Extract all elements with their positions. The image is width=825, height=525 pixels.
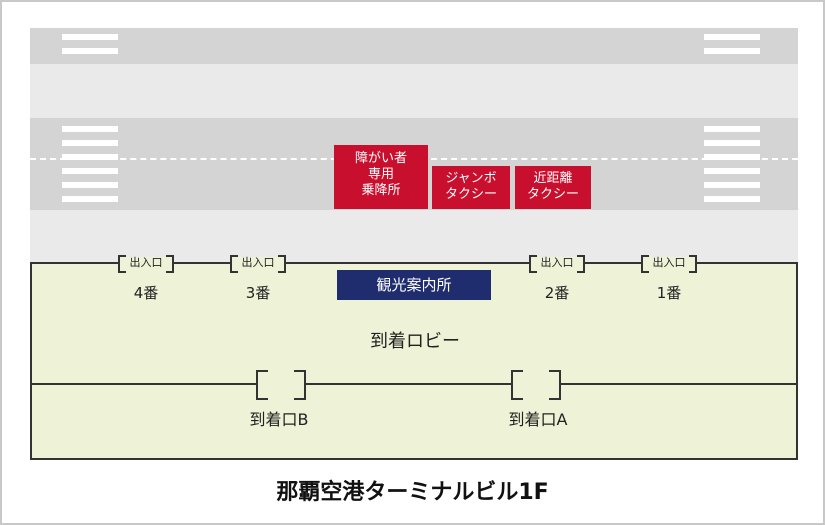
gate-a-opening [521, 376, 551, 392]
sidewalk-upper [30, 64, 798, 118]
gate-b-bracket-right [294, 370, 306, 400]
arrival-gate-b-label: 到着口B [249, 410, 309, 429]
crosswalk-stripe [62, 140, 118, 146]
bracket-right [278, 255, 286, 273]
exit-3: 出入口 [230, 255, 286, 273]
short-distance-taxi-stand: 近距離 タクシー [515, 166, 591, 209]
tourist-info-center: 観光案内所 [337, 270, 491, 300]
stand-label-line: タクシー [444, 187, 497, 202]
arrival-lobby-label: 到着ロビー [370, 331, 460, 352]
exit-1: 出入口 [641, 255, 697, 273]
gate-a-bracket-left [511, 370, 523, 400]
stand-label-line: 障がい者 [354, 151, 407, 166]
crosswalk-stripe [62, 34, 118, 40]
stand-label-line: タクシー [526, 187, 579, 202]
crosswalk-stripe [704, 140, 760, 146]
road-top [30, 28, 798, 64]
crosswalk-stripe [62, 196, 118, 202]
exit-number: 4番 [133, 284, 159, 302]
crosswalk-stripe [704, 126, 760, 132]
crosswalk-stripe [62, 48, 118, 54]
bracket-right [689, 255, 697, 273]
crosswalk-stripe [704, 196, 760, 202]
gate-b-bracket-left [256, 370, 268, 400]
crosswalk-stripe [704, 182, 760, 188]
jumbo-taxi-stand: ジャンボ タクシー [432, 166, 510, 209]
exit-2: 出入口 [529, 255, 585, 273]
stand-label-line: 専用 [367, 167, 394, 182]
crosswalk-stripe [62, 126, 118, 132]
sidewalk-lower [30, 210, 798, 262]
crosswalk-stripe [704, 34, 760, 40]
exit-label: 出入口 [540, 256, 574, 269]
bracket-left [529, 255, 537, 273]
crosswalk-stripe [704, 48, 760, 54]
exit-4: 出入口 [118, 255, 174, 273]
gate-b-opening [266, 376, 296, 392]
gate-a-bracket-right [549, 370, 561, 400]
exit-number: 2番 [544, 284, 570, 302]
stand-label-line: 乗降所 [361, 183, 401, 198]
bracket-left [230, 255, 238, 273]
arrival-gate-wall [30, 383, 798, 385]
exit-label: 出入口 [241, 256, 275, 269]
crosswalk-stripe [704, 154, 760, 160]
bracket-right [166, 255, 174, 273]
stand-label-line: 近距離 [533, 171, 573, 186]
accessible-pickup-stand: 障がい者 専用 乗降所 [334, 145, 428, 209]
stand-label-line: ジャンボ [445, 171, 497, 186]
exit-label: 出入口 [129, 256, 163, 269]
crosswalk-stripe [704, 168, 760, 174]
crosswalk-stripe [62, 154, 118, 160]
exit-number: 1番 [656, 284, 682, 302]
crosswalk-stripe [62, 168, 118, 174]
crosswalk-stripe [62, 182, 118, 188]
bracket-left [641, 255, 649, 273]
bracket-left [118, 255, 126, 273]
bracket-right [577, 255, 585, 273]
exit-number: 3番 [245, 284, 271, 302]
map-title: 那覇空港ターミナルビル1F [276, 480, 549, 505]
exit-label: 出入口 [652, 256, 686, 269]
arrival-gate-a-label: 到着口A [508, 410, 568, 429]
